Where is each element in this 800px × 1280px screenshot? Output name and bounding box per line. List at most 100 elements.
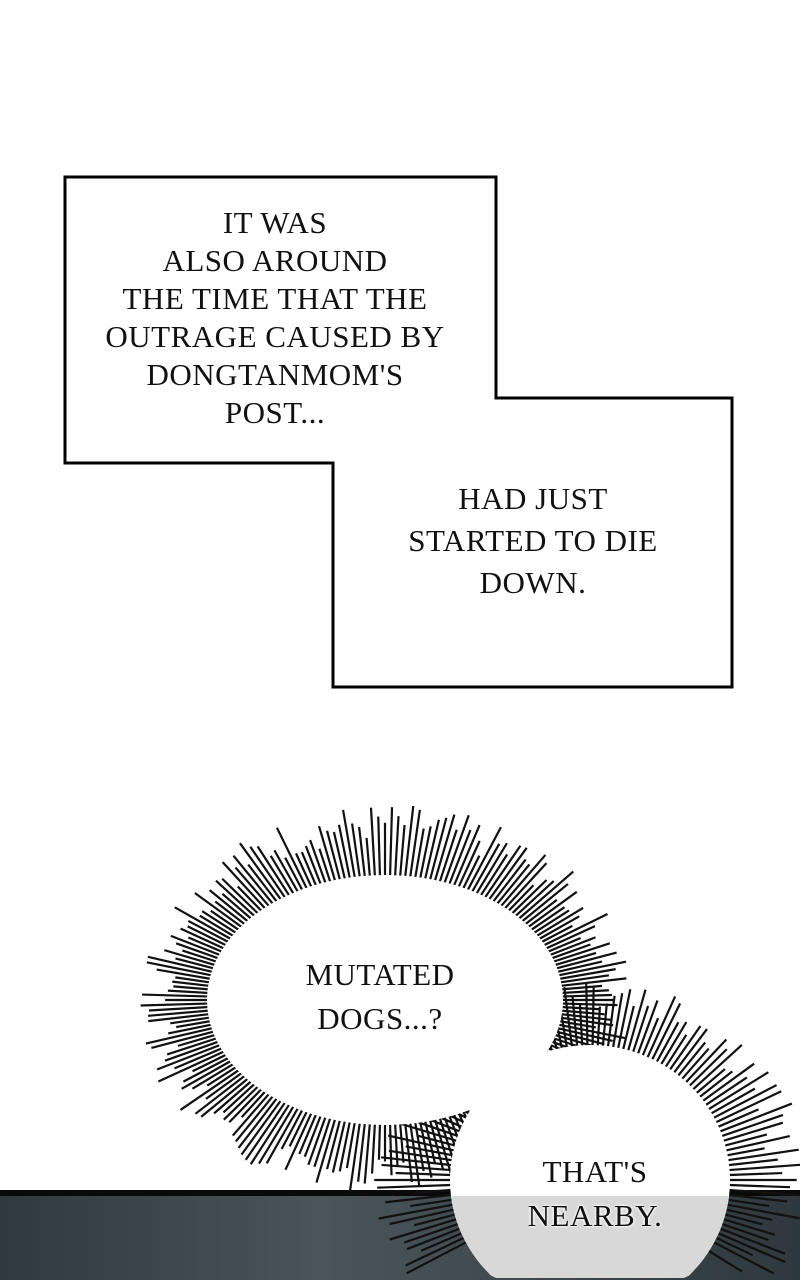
burst-spike <box>693 1068 726 1097</box>
burst-spike <box>236 885 265 914</box>
burst-spike <box>423 819 440 883</box>
burst-spike <box>234 1092 276 1143</box>
burst-spike <box>307 1113 328 1166</box>
burst-spike <box>157 1049 228 1083</box>
burst-spike <box>315 1115 338 1183</box>
burst-spike <box>538 924 573 945</box>
burst-spike <box>390 1119 461 1143</box>
burst-spike <box>548 943 591 961</box>
burst-spike <box>630 1005 650 1056</box>
burst-spike <box>542 925 596 951</box>
burst-spike <box>168 1022 215 1035</box>
burst-spike <box>156 968 214 981</box>
burst-spike <box>206 1064 240 1087</box>
burst-spike <box>473 842 508 897</box>
burst-spike <box>385 1193 455 1204</box>
burst-spike <box>505 884 535 914</box>
burst-spike <box>174 1046 226 1070</box>
burst-spike <box>723 1147 765 1158</box>
burst-spike <box>465 826 502 894</box>
burst-spike <box>389 1207 458 1226</box>
burst-spike <box>381 1163 455 1172</box>
burst-text-2: THAT'S NEARBY. <box>527 1154 663 1233</box>
burst-spike <box>269 855 297 897</box>
burst-spike <box>326 1116 342 1170</box>
burst-spike <box>222 1081 258 1114</box>
burst-spike <box>170 934 224 958</box>
burst-spike <box>369 807 377 880</box>
burst-spike <box>378 1202 457 1220</box>
burst-spike <box>456 840 481 891</box>
burst-spike <box>146 961 215 978</box>
burst-spike <box>675 1041 707 1080</box>
burst-spike <box>482 845 522 901</box>
burst-spike <box>393 816 400 880</box>
burst-spike <box>554 960 603 974</box>
burst-spike <box>519 883 569 925</box>
burst-spike <box>718 1113 784 1139</box>
burst-spike <box>486 847 528 903</box>
burst-spike <box>147 1009 212 1017</box>
burst-spike <box>237 1095 280 1149</box>
burst-spike <box>601 1003 608 1050</box>
burst-spike <box>406 1226 464 1251</box>
burst-spike <box>414 1188 455 1194</box>
burst-spike <box>151 1029 217 1049</box>
burst-spike <box>596 1006 602 1050</box>
burst-spike <box>303 1112 323 1158</box>
burst-spike <box>528 906 566 933</box>
burst-spike <box>712 1235 754 1257</box>
burst-spike <box>205 1070 245 1100</box>
burst-spike <box>725 1163 800 1172</box>
burst-spike <box>725 1171 783 1177</box>
narration-text-1: IT WAS ALSO AROUND THE TIME THAT THE OUT… <box>105 205 445 430</box>
burst-spike <box>163 949 219 967</box>
burst-spike <box>156 1042 224 1071</box>
burst-spike <box>553 1029 605 1046</box>
burst-spike <box>686 1048 728 1090</box>
burst-spike <box>164 1039 222 1062</box>
burst-spike <box>649 1003 682 1064</box>
burst-spike <box>365 837 372 880</box>
burst-spike <box>363 1120 372 1184</box>
burst-spike <box>658 1021 688 1068</box>
burst-spike <box>442 814 470 887</box>
burst-spike <box>280 1106 305 1150</box>
burst-spike <box>258 1103 297 1165</box>
burst-spike <box>140 1002 212 1007</box>
burst-spike <box>509 879 548 917</box>
burst-spike <box>377 1183 455 1189</box>
burst-spike <box>447 829 472 888</box>
burst-spike <box>249 1101 292 1165</box>
burst-spike <box>522 899 558 927</box>
burst-spike <box>221 877 261 917</box>
burst-spike <box>662 1034 688 1071</box>
burst-spike <box>721 1212 763 1226</box>
burst-spike <box>553 951 617 971</box>
burst-spike <box>540 913 608 948</box>
burst-spike <box>418 826 432 882</box>
burst-spike <box>544 936 582 954</box>
burst-spike <box>557 977 627 988</box>
burst-spike <box>175 957 217 971</box>
burst-spike <box>722 1207 773 1222</box>
burst-spike <box>325 830 342 884</box>
burst-spike <box>142 993 212 998</box>
burst-spike <box>437 829 458 886</box>
burst-spike <box>498 854 547 910</box>
burst-spike <box>716 1226 786 1255</box>
burst-spike <box>221 892 255 922</box>
burst-spike <box>494 863 531 908</box>
burst-spike <box>398 824 406 880</box>
burst-spike <box>175 976 213 984</box>
burst-spike <box>295 852 314 891</box>
burst-spike <box>309 839 328 887</box>
burst-spike <box>555 1022 626 1040</box>
burst-spike <box>635 1000 659 1058</box>
narration-text-2: HAD JUST STARTED TO DIE DOWN. <box>408 481 658 600</box>
burst-bubble-2-shade <box>450 1196 730 1278</box>
burst-spike <box>460 855 481 892</box>
burst-spike <box>298 1111 319 1155</box>
burst-spike <box>714 1108 759 1130</box>
